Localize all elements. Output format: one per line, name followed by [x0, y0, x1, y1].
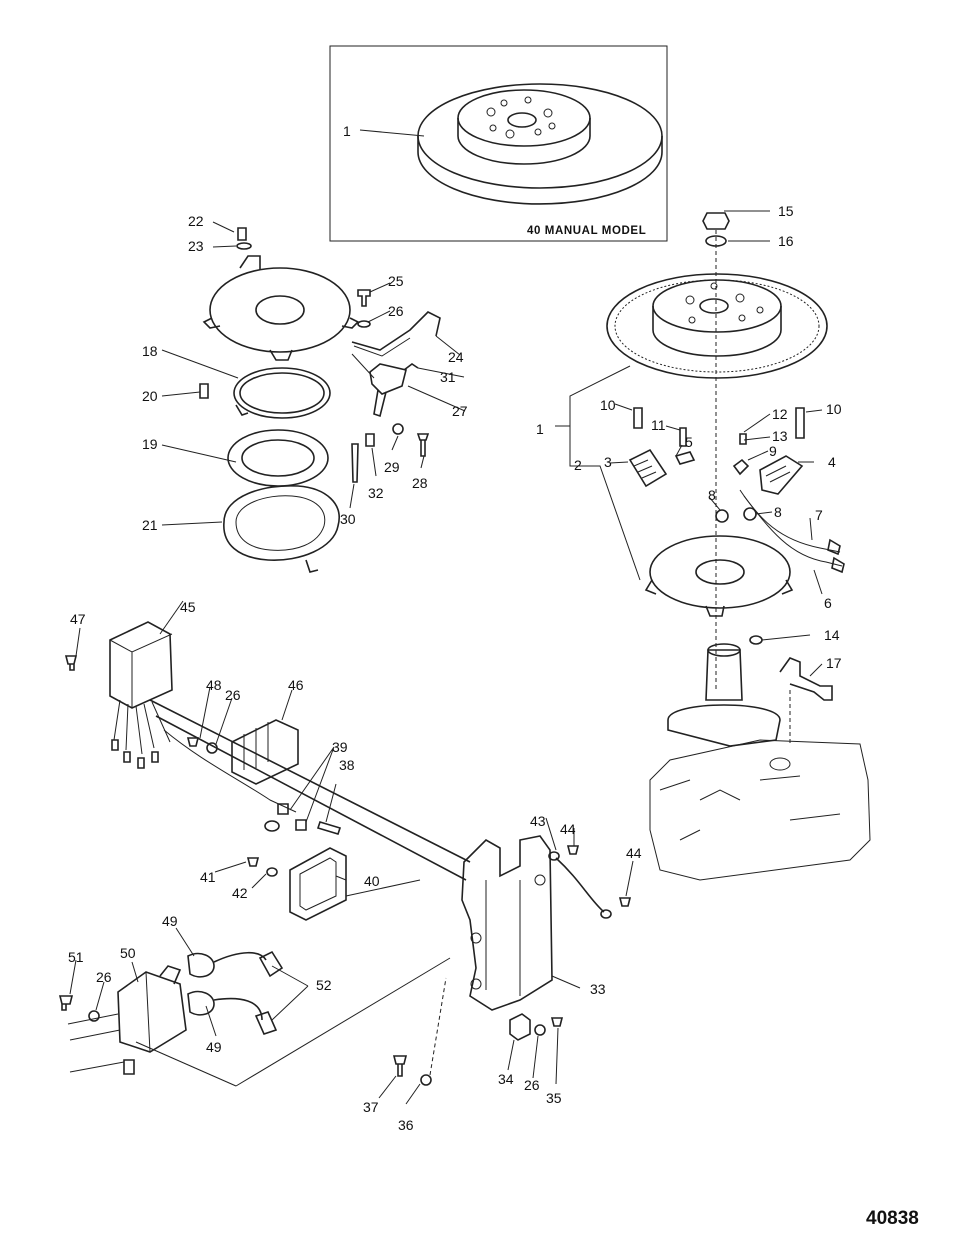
callout-17: 17: [826, 655, 842, 671]
callout-52: 52: [316, 977, 332, 993]
callout-labels: 1 1 2 3 4 5 6 7 8 8 9 10 10 11 12 13 14 …: [68, 123, 842, 1133]
callout-26-rectifier: 26: [225, 687, 241, 703]
callout-10-right: 10: [826, 401, 842, 417]
callout-13: 13: [772, 428, 788, 444]
callout-42: 42: [232, 885, 248, 901]
callout-21: 21: [142, 517, 158, 533]
callout-51: 51: [68, 949, 84, 965]
callout-47: 47: [70, 611, 86, 627]
callout-8-left: 8: [708, 487, 716, 503]
callout-29: 29: [384, 459, 400, 475]
callout-28: 28: [412, 475, 428, 491]
callout-25: 25: [388, 273, 404, 289]
callout-1: 1: [536, 421, 544, 437]
callout-38: 38: [339, 757, 355, 773]
callout-14: 14: [824, 627, 840, 643]
callout-46: 46: [288, 677, 304, 693]
callout-37: 37: [363, 1099, 379, 1115]
figure-number: 40838: [866, 1208, 919, 1229]
callout-3: 3: [604, 454, 612, 470]
inset-flywheel: [417, 83, 663, 205]
inset-frame: [329, 45, 668, 242]
callout-9: 9: [769, 443, 777, 459]
inset-title: 40 MANUAL MODEL: [527, 225, 646, 237]
flywheel-stator-assembly: [606, 212, 871, 881]
callout-34: 34: [498, 1071, 514, 1087]
trigger-plate-assembly: [199, 227, 441, 573]
callout-15: 15: [778, 203, 794, 219]
callout-6: 6: [824, 595, 832, 611]
callout-44-right: 44: [626, 845, 642, 861]
callout-4: 4: [828, 454, 836, 470]
callout-10-left: 10: [600, 397, 616, 413]
callout-16: 16: [778, 233, 794, 249]
callout-49-top: 49: [162, 913, 178, 929]
callout-43: 43: [530, 813, 546, 829]
callout-1-inset: 1: [343, 123, 351, 139]
callout-41: 41: [200, 869, 216, 885]
callout-23: 23: [188, 238, 204, 254]
callout-7: 7: [815, 507, 823, 523]
callout-24: 24: [448, 349, 464, 365]
callout-18: 18: [142, 343, 158, 359]
callout-2: 2: [574, 457, 582, 473]
callout-49-bottom: 49: [206, 1039, 222, 1055]
callout-8-right: 8: [774, 504, 782, 520]
callout-40: 40: [364, 873, 380, 889]
callout-35: 35: [546, 1090, 562, 1106]
inset-40-manual-model: 40 MANUAL MODEL: [329, 45, 668, 242]
callout-5: 5: [685, 434, 693, 450]
callout-26-bracket: 26: [524, 1077, 540, 1093]
callout-31: 31: [440, 369, 456, 385]
callout-26-coil: 26: [96, 969, 112, 985]
callout-11: 11: [651, 417, 666, 433]
switch-box-ignition-assembly: [58, 621, 632, 1087]
callout-33: 33: [590, 981, 606, 997]
callout-50: 50: [120, 945, 136, 961]
callout-48: 48: [206, 677, 222, 693]
callout-45: 45: [180, 599, 196, 615]
callout-44-top: 44: [560, 821, 576, 837]
callout-leader-lines: [69, 129, 823, 1105]
callout-19: 19: [142, 436, 158, 452]
callout-26-top: 26: [388, 303, 404, 319]
callout-22: 22: [188, 213, 204, 229]
callout-39: 39: [332, 739, 348, 755]
callout-32: 32: [368, 485, 384, 501]
callout-20: 20: [142, 388, 158, 404]
callout-12: 12: [772, 406, 788, 422]
callout-27: 27: [452, 403, 468, 419]
callout-36: 36: [398, 1117, 414, 1133]
callout-30: 30: [340, 511, 356, 527]
